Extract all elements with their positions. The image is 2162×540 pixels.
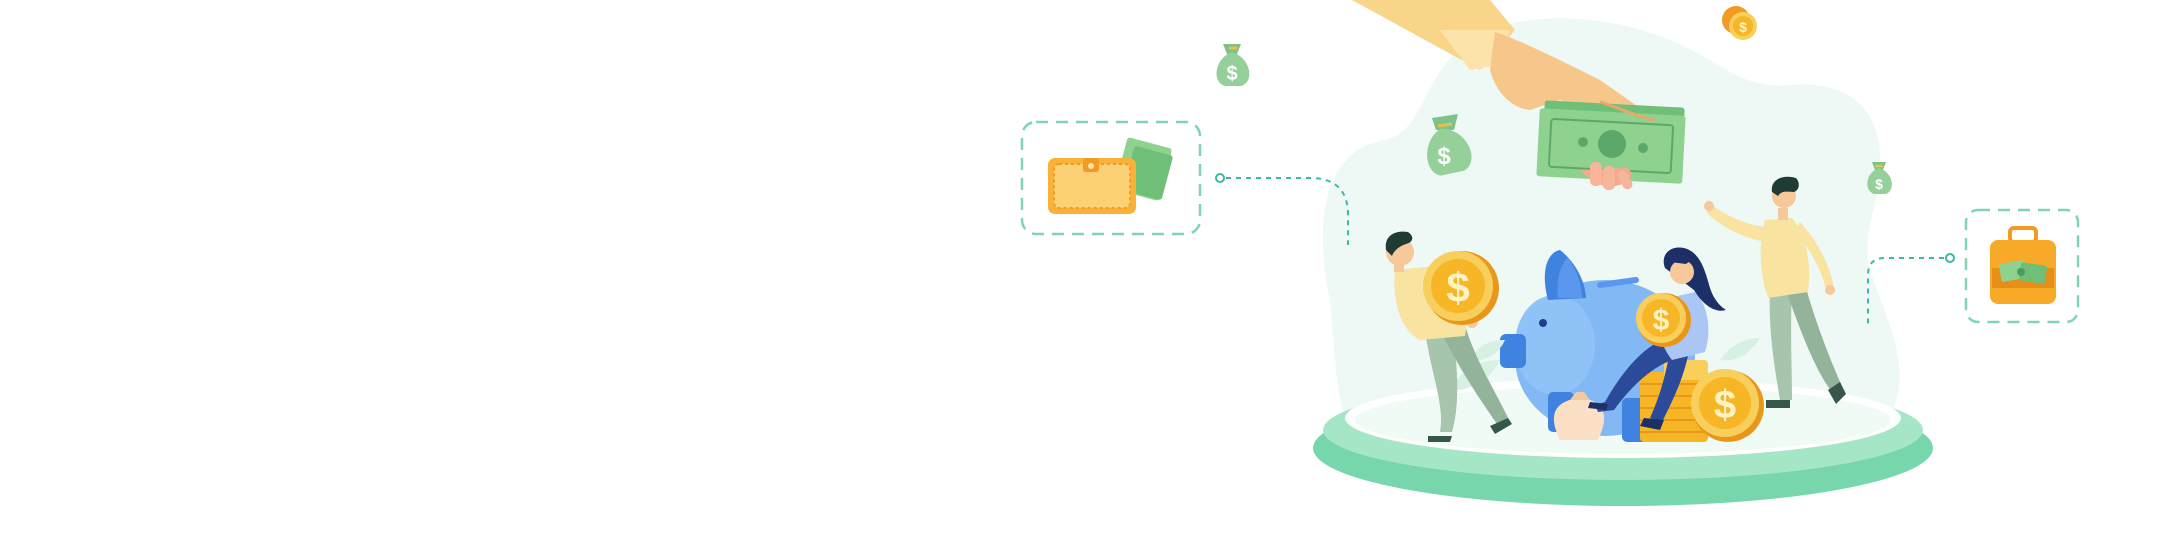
svg-text:$: $ xyxy=(1226,63,1237,85)
svg-text:$: $ xyxy=(1437,143,1451,170)
money-sack xyxy=(1553,392,1605,440)
briefcase-icon xyxy=(1990,226,2056,304)
svg-text:$: $ xyxy=(1653,304,1670,337)
wallet-card xyxy=(1020,120,1202,236)
money-bag-icon: $ xyxy=(1216,44,1250,86)
svg-text:$: $ xyxy=(1739,19,1747,35)
money-bag-icon: $ xyxy=(1867,162,1892,194)
svg-text:$: $ xyxy=(1446,264,1469,311)
briefcase-card xyxy=(1964,208,2080,324)
coin-icon: $ xyxy=(1722,6,1757,40)
svg-text:$: $ xyxy=(1875,176,1883,192)
dashed-connector-left xyxy=(1215,173,1349,245)
background-blob xyxy=(1322,18,1900,431)
giving-hand xyxy=(1352,0,1686,190)
wallet-icon xyxy=(1048,137,1173,214)
man-standing xyxy=(1704,176,1846,408)
man-with-coin: $ xyxy=(1385,231,1512,442)
dashed-connector-right xyxy=(1867,253,1955,325)
woman-with-coin: $ xyxy=(1588,247,1726,430)
coin-icon: $ xyxy=(1691,369,1764,442)
svg-text:$: $ xyxy=(1714,383,1736,427)
money-bag-icon: $ xyxy=(1427,114,1472,176)
